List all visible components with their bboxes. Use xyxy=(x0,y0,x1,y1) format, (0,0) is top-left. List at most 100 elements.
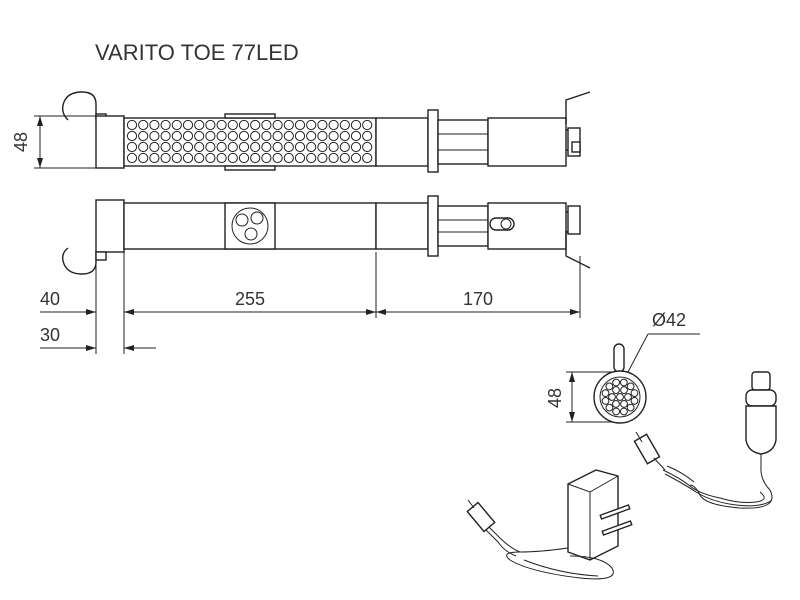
led-dot xyxy=(149,130,160,142)
led-dot xyxy=(612,407,621,416)
wall-adapter-icon xyxy=(466,469,633,580)
led-dot xyxy=(630,396,639,405)
led-dot xyxy=(362,152,373,164)
led-dot xyxy=(272,130,283,142)
led-dot xyxy=(238,119,250,131)
led-dot xyxy=(272,141,283,153)
led-dot xyxy=(294,130,306,142)
led-dot xyxy=(620,386,628,394)
led-dot xyxy=(261,152,272,164)
led-dot xyxy=(171,152,182,164)
led-dot xyxy=(171,119,182,131)
led-dot xyxy=(630,389,639,397)
led-dot xyxy=(306,130,317,142)
led-dot xyxy=(608,393,616,401)
led-dot xyxy=(605,382,614,391)
hook-top xyxy=(61,91,97,121)
led-dot xyxy=(205,141,216,153)
lamp-side-view xyxy=(61,195,591,275)
led-dot xyxy=(350,119,362,131)
end-cap-side xyxy=(95,199,125,253)
led-dot xyxy=(138,141,149,153)
diameter-label: Ø42 xyxy=(652,310,686,330)
led-dot xyxy=(620,407,628,416)
clip-top xyxy=(565,91,591,124)
led-dot xyxy=(317,152,328,164)
led-dot xyxy=(205,119,216,131)
led-dot xyxy=(612,386,620,394)
led-dot xyxy=(261,130,272,142)
led-dot xyxy=(149,141,160,153)
led-dot xyxy=(283,119,294,131)
led-dot xyxy=(362,119,373,131)
led-dot xyxy=(216,130,227,142)
lamp-hanger xyxy=(613,343,625,373)
led-dot xyxy=(283,130,294,142)
led-dot xyxy=(616,393,624,401)
led-dot xyxy=(272,152,283,164)
led-dot xyxy=(283,152,294,164)
led-cluster xyxy=(601,378,639,416)
led-dot xyxy=(294,119,306,131)
end-cap-top xyxy=(95,115,125,169)
led-dot xyxy=(126,152,138,164)
led-dot xyxy=(339,119,350,131)
led-dot xyxy=(171,141,182,153)
lamp-front-view: Ø42 48 xyxy=(545,310,700,424)
led-dot xyxy=(317,130,328,142)
product-title: VARITO TOE 77LED xyxy=(95,40,299,65)
dim-lengths: 40 255 170 30 xyxy=(40,252,581,354)
led-dot xyxy=(238,130,250,142)
led-dot xyxy=(350,130,362,142)
led-dot xyxy=(294,141,306,153)
led-dot xyxy=(227,141,238,153)
led-dot xyxy=(620,400,628,408)
led-dot xyxy=(261,119,272,131)
lamp-head-circle xyxy=(593,370,647,424)
led-dot xyxy=(227,119,238,131)
led-dot xyxy=(261,141,272,153)
clip-side xyxy=(565,230,591,269)
led-dot xyxy=(328,130,339,142)
led-dot xyxy=(138,130,149,142)
led-dot xyxy=(205,152,216,164)
lamp-top-view xyxy=(61,91,591,173)
led-dot xyxy=(328,119,339,131)
led-dot xyxy=(160,152,171,164)
led-dot xyxy=(194,141,205,153)
led-dot xyxy=(294,152,306,164)
led-dot xyxy=(283,141,294,153)
len-a-label: 40 xyxy=(40,289,60,309)
slider-switch xyxy=(489,217,515,231)
car-plug-icon xyxy=(633,371,777,509)
led-dot xyxy=(149,119,160,131)
led-dot xyxy=(339,130,350,142)
len-c-label: 255 xyxy=(235,289,265,309)
led-dot xyxy=(350,141,362,153)
led-dot xyxy=(171,130,182,142)
switch-housing xyxy=(224,202,276,250)
led-dot xyxy=(612,378,620,387)
led-dot xyxy=(362,130,373,142)
led-dot xyxy=(250,119,261,131)
led-dot xyxy=(238,152,250,164)
led-dot xyxy=(250,141,261,153)
led-dot xyxy=(182,130,194,142)
led-dot xyxy=(339,152,350,164)
led-dot xyxy=(216,141,227,153)
led-dot xyxy=(317,119,328,131)
led-dot xyxy=(612,400,620,408)
led-dot xyxy=(182,141,194,153)
led-grid xyxy=(126,119,373,164)
height-lamp-label: 48 xyxy=(545,388,565,408)
led-dot xyxy=(317,141,328,153)
led-dot xyxy=(138,152,149,164)
led-dot xyxy=(328,141,339,153)
led-dot xyxy=(216,152,227,164)
led-dot xyxy=(182,119,194,131)
led-dot xyxy=(160,141,171,153)
len-b-label: 30 xyxy=(40,325,60,345)
hook-side xyxy=(61,247,97,275)
led-dot xyxy=(227,130,238,142)
